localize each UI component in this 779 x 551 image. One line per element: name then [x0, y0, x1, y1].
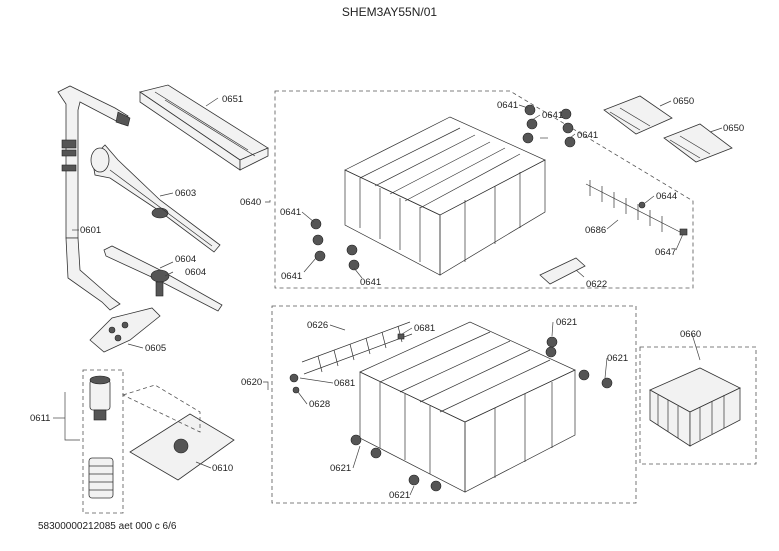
- lower-spray-arm-0604: [103, 245, 223, 312]
- folding-tines-0626: [289, 321, 413, 394]
- lower-rack-0620: [359, 321, 576, 493]
- label-0621-c: 0621: [330, 463, 351, 474]
- label-0641-d: 0641: [497, 100, 518, 111]
- label-0650-b: 0650: [723, 123, 744, 134]
- label-0621-a: 0621: [556, 317, 577, 328]
- label-0628: 0628: [309, 399, 330, 410]
- label-0621-b: 0621: [607, 353, 628, 364]
- label-0660: 0660: [680, 329, 701, 340]
- lower-rack-group-outline: [271, 305, 637, 504]
- label-0610: 0610: [212, 463, 233, 474]
- rack-wheels-0621: [350, 336, 613, 492]
- label-0651: 0651: [222, 94, 243, 105]
- rack-handle-0622: [539, 257, 586, 285]
- label-0641-e: 0641: [542, 110, 563, 121]
- label-0604-a: 0604: [175, 254, 196, 265]
- filter-0611: [88, 375, 114, 499]
- label-0686: 0686: [585, 225, 606, 236]
- model-title: SHEM3AY55N/01: [341, 5, 438, 19]
- label-0611: 0611: [30, 413, 50, 424]
- upper-spray-arm-0603: [90, 144, 221, 253]
- label-0601: 0601: [80, 225, 101, 236]
- label-0603: 0603: [175, 188, 196, 199]
- label-0681-a: 0681: [414, 323, 435, 334]
- label-0641-a: 0641: [280, 207, 301, 218]
- cutlery-basket-0660: [649, 367, 741, 447]
- spray-plate-0605: [89, 307, 161, 353]
- label-0640: 0640: [240, 197, 261, 208]
- upper-rack-0640: [344, 116, 546, 276]
- label-0641-c: 0641: [360, 277, 381, 288]
- label-0620: 0620: [241, 377, 262, 388]
- cutlery-tray-0651: [139, 84, 269, 171]
- tine-row-0686: [585, 180, 688, 236]
- label-0604-b: 0604: [185, 267, 206, 278]
- label-0647: 0647: [655, 247, 676, 258]
- document-reference: 58300000212085 aet 000 c 6/6: [38, 521, 177, 532]
- label-0650-a: 0650: [673, 96, 694, 107]
- label-0644: 0644: [656, 191, 677, 202]
- supply-tube-0601: [57, 85, 131, 311]
- label-0622: 0622: [586, 279, 607, 290]
- label-0641-f: 0641: [577, 130, 598, 141]
- label-0641-b: 0641: [281, 271, 302, 282]
- folding-tines-0650: [603, 95, 733, 163]
- label-0621-d: 0621: [389, 490, 410, 501]
- basket-group-outline: [639, 346, 757, 465]
- filter-group-outline: [82, 369, 124, 514]
- upper-rack-group-outline: [274, 90, 694, 289]
- rack-wheels-0641: [310, 104, 576, 271]
- leader-lines: [53, 97, 723, 496]
- filter-plate-0610: [121, 384, 235, 481]
- label-0626: 0626: [307, 320, 328, 331]
- label-0681-b: 0681: [334, 378, 355, 389]
- label-0605: 0605: [145, 343, 166, 354]
